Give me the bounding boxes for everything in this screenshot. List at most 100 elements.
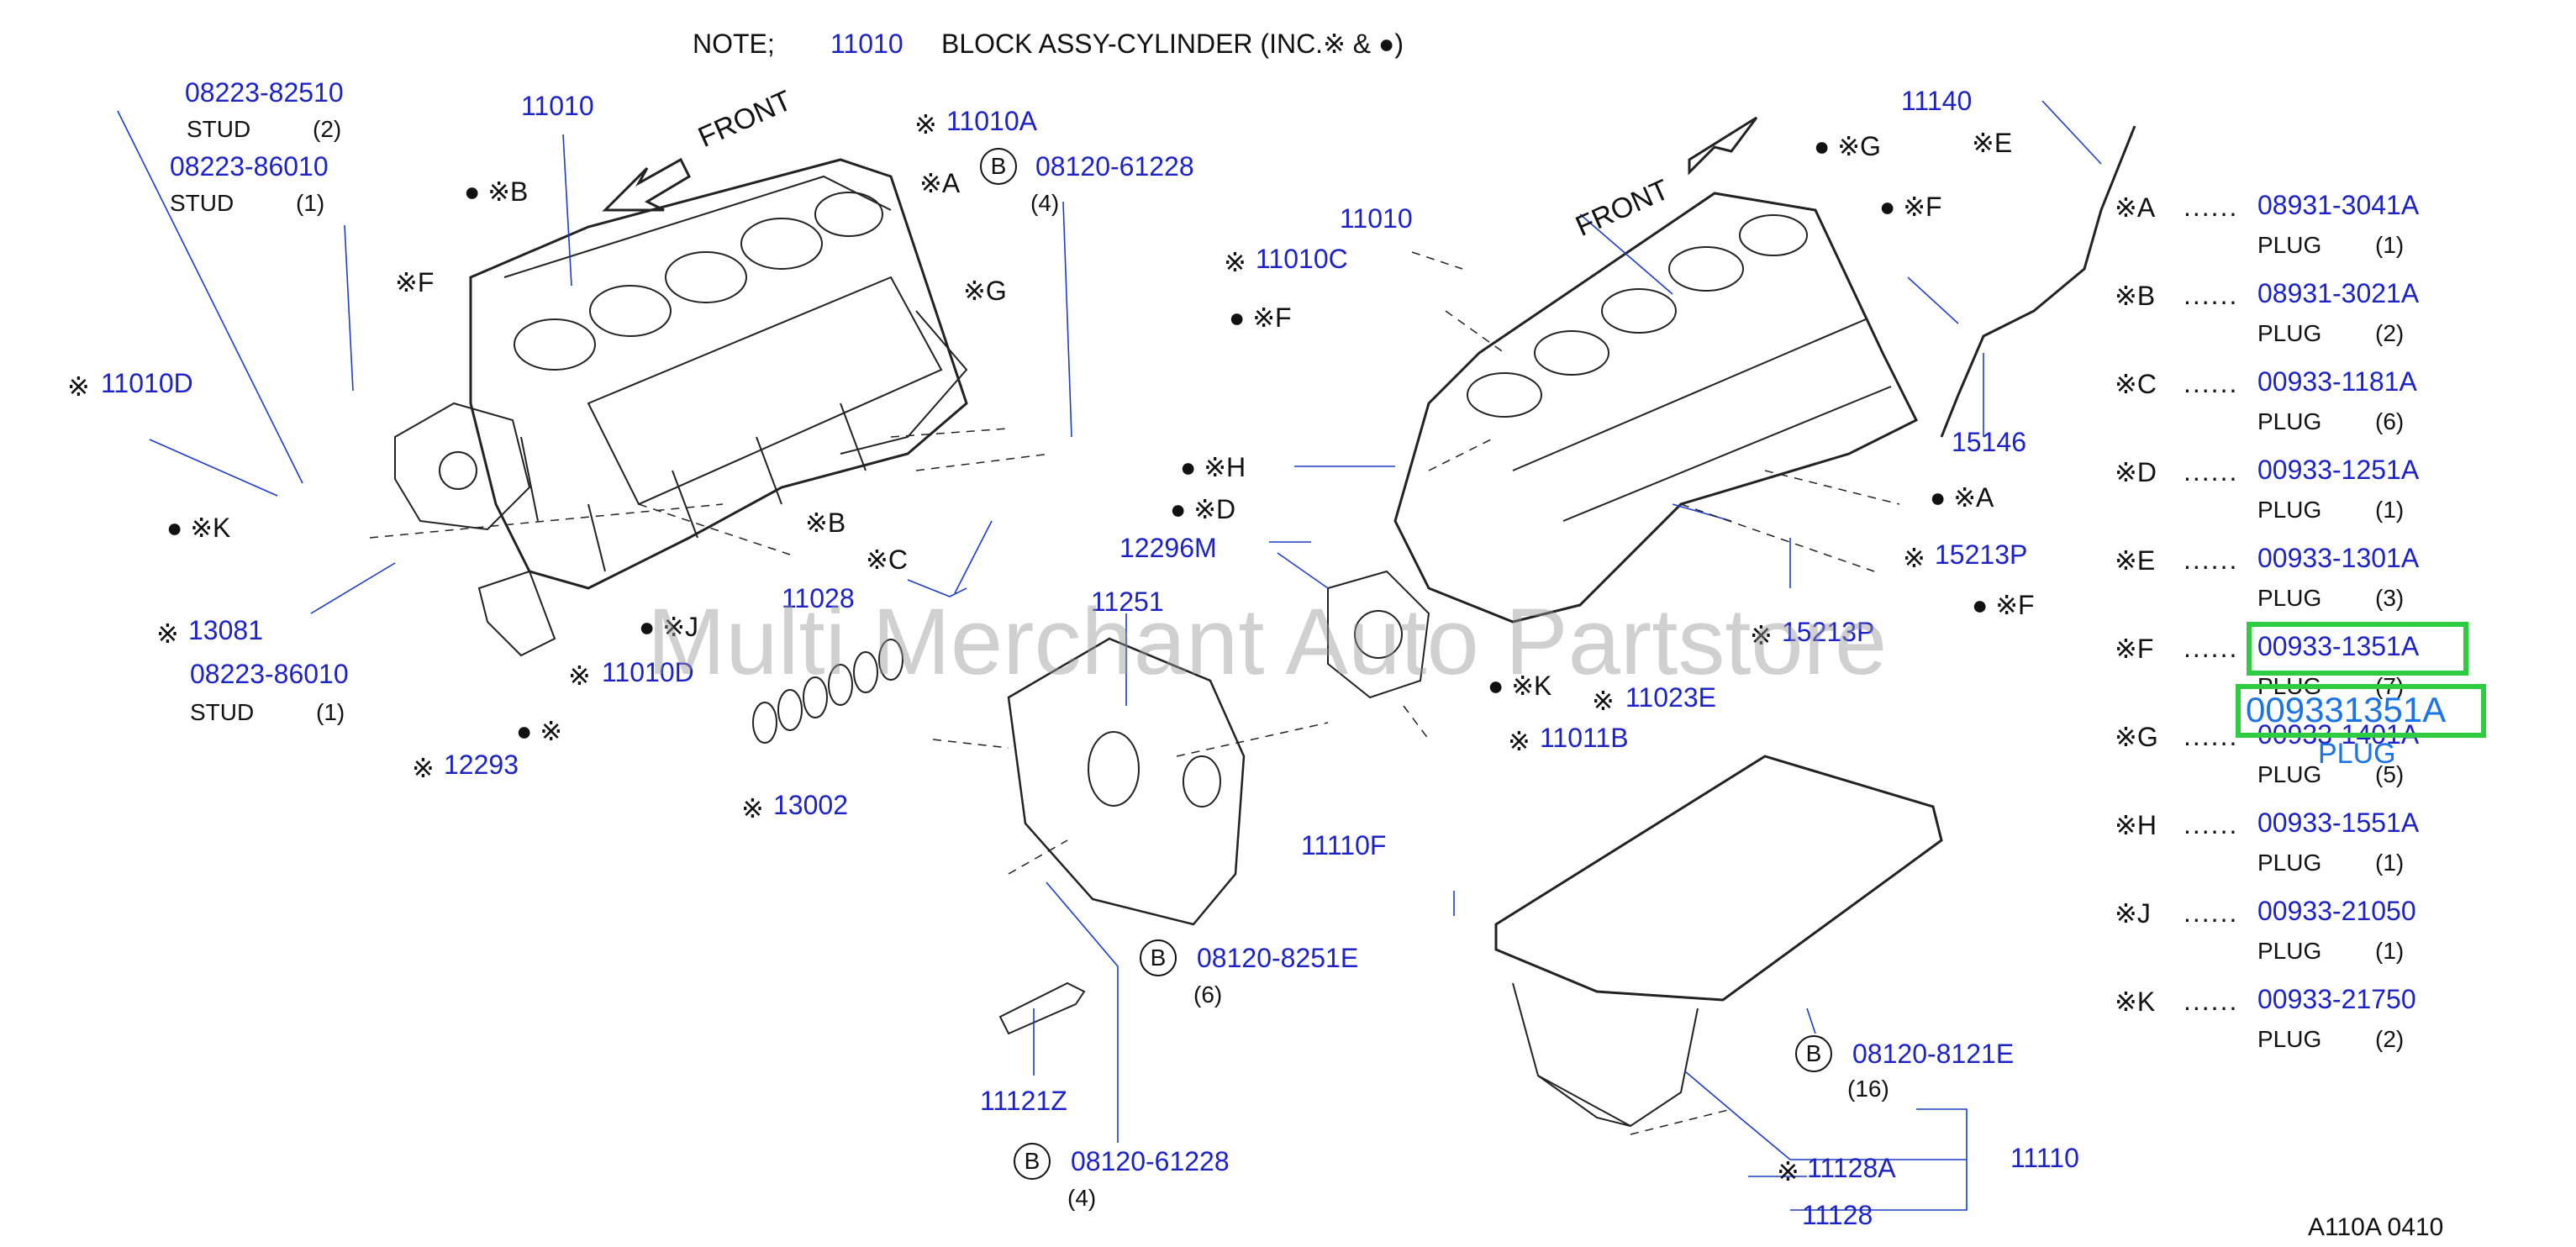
marker-f-right: ● ※F bbox=[1879, 192, 1942, 222]
legend-part-qty: (1) bbox=[2375, 938, 2405, 964]
p11110-link[interactable]: 11110 bbox=[2010, 1143, 2079, 1173]
block-right-link[interactable]: 11010 bbox=[1340, 203, 1413, 234]
legend-symbol: ※C bbox=[2115, 369, 2157, 399]
legend-part-name: PLUG bbox=[2257, 497, 2322, 523]
dipstick[interactable] bbox=[1940, 125, 2136, 438]
marker-j: ● ※J bbox=[639, 612, 699, 642]
stud2-name: STUD bbox=[170, 190, 234, 216]
legend-part-link[interactable]: 08931-3021A bbox=[2257, 278, 2420, 308]
p15213p-b-link[interactable]: 15213P bbox=[1782, 617, 1875, 647]
marker-f-left: ※F bbox=[395, 267, 435, 297]
bolt-61228-bottom-link[interactable]: 08120-61228 bbox=[1071, 1146, 1230, 1176]
p11121z-link[interactable]: 11121Z bbox=[980, 1086, 1067, 1116]
legend-part-link[interactable]: 00933-1351A bbox=[2257, 631, 2420, 661]
front-arrow-right bbox=[1688, 116, 1758, 176]
legend-part-qty: (2) bbox=[2375, 320, 2405, 346]
bolt-8251e-link[interactable]: 08120-8251E bbox=[1197, 943, 1359, 973]
bolt-8121e-qty: (16) bbox=[1847, 1076, 1889, 1102]
p12296m-link[interactable]: 12296M bbox=[1119, 533, 1217, 563]
sealant-tube[interactable] bbox=[998, 981, 1086, 1035]
p15146-link[interactable]: 15146 bbox=[1952, 427, 2026, 457]
p15213p-a-link[interactable]: 15213P bbox=[1935, 539, 2028, 570]
legend-part-link[interactable]: 00933-1181A bbox=[2257, 366, 2417, 397]
p11140-link[interactable]: 11140 bbox=[1901, 86, 1973, 116]
legend-part-link[interactable]: 08931-3041A bbox=[2257, 190, 2420, 220]
stud3-part-link[interactable]: 08223-86010 bbox=[190, 659, 349, 689]
legend-part-link[interactable]: 00933-1251A bbox=[2257, 455, 2420, 485]
legend-part-qty: (6) bbox=[2375, 408, 2405, 434]
p11010c-link[interactable]: 11010C bbox=[1256, 244, 1348, 274]
p11011b-link[interactable]: 11011B bbox=[1540, 723, 1629, 753]
stud1-part-link[interactable]: 08223-82510 bbox=[185, 77, 344, 108]
ref-13002-mark: ※ bbox=[741, 793, 764, 823]
legend-symbol: ※J bbox=[2115, 898, 2151, 929]
p11128-link[interactable]: 11128 bbox=[1802, 1200, 1873, 1230]
ref-11128a-mark: ※ bbox=[1777, 1156, 1799, 1186]
legend-part-link[interactable]: 00933-21050 bbox=[2257, 896, 2416, 926]
bolt-61228-top-link[interactable]: 08120-61228 bbox=[1035, 151, 1194, 182]
ref-11010a-mark: ※ bbox=[914, 109, 937, 139]
marker-dot-ref: ● ※ bbox=[516, 716, 563, 746]
note-prefix: NOTE; bbox=[693, 29, 775, 59]
legend-dots: ...... bbox=[2184, 897, 2239, 928]
p11251-link[interactable]: 11251 bbox=[1091, 587, 1164, 617]
oil-pan[interactable] bbox=[1494, 755, 1943, 1128]
block-left-link[interactable]: 11010 bbox=[521, 91, 594, 121]
b-circle-61228-bottom: B bbox=[1014, 1143, 1051, 1180]
bolt-8121e-link[interactable]: 08120-8121E bbox=[1852, 1039, 2015, 1069]
marker-k-left: ● ※K bbox=[166, 513, 231, 543]
p11128a-link[interactable]: 11128A bbox=[1807, 1153, 1896, 1183]
diagram-code: A110A 0410 bbox=[2308, 1213, 2444, 1241]
leader-lines bbox=[117, 100, 2102, 1211]
b-circle-8121e: B bbox=[1795, 1035, 1832, 1072]
legend-dots: ...... bbox=[2184, 368, 2239, 398]
legend-part-qty: (1) bbox=[2375, 497, 2405, 523]
stud2-part-link[interactable]: 08223-86010 bbox=[170, 151, 329, 182]
legend-part-link[interactable]: 00933-21750 bbox=[2257, 984, 2416, 1014]
p11010d-left-link[interactable]: 11010D bbox=[101, 368, 193, 398]
p11010d-bottom-link[interactable]: 11010D bbox=[602, 657, 694, 687]
ref-15213p-a-mark: ※ bbox=[1903, 543, 1925, 573]
plug-rings[interactable] bbox=[752, 639, 903, 744]
marker-k-right: ● ※K bbox=[1488, 671, 1552, 701]
legend-part-link[interactable]: 00933-1301A bbox=[2257, 543, 2420, 573]
marker-f-right2: ● ※F bbox=[1229, 303, 1292, 333]
legend-part-qty: (3) bbox=[2375, 585, 2405, 611]
p13002-link[interactable]: 13002 bbox=[773, 790, 848, 820]
marker-a: ※A bbox=[919, 168, 961, 198]
marker-a-right: ● ※A bbox=[1930, 482, 1994, 513]
legend-part-name: PLUG bbox=[2257, 761, 2322, 787]
p11010a-link[interactable]: 11010A bbox=[946, 106, 1037, 136]
legend-dots: ...... bbox=[2184, 633, 2239, 663]
note-part-link[interactable]: 11010 bbox=[830, 29, 903, 59]
legend-part-name: PLUG bbox=[2257, 585, 2322, 611]
p13081-link[interactable]: 13081 bbox=[188, 615, 263, 645]
legend-dots: ...... bbox=[2184, 280, 2239, 310]
cylinder-block-left[interactable] bbox=[469, 158, 968, 590]
timing-cover-left[interactable] bbox=[394, 402, 531, 531]
b-circle-top: B bbox=[980, 148, 1017, 185]
rear-plate[interactable] bbox=[1007, 637, 1246, 926]
legend-part-link[interactable]: 00933-1551A bbox=[2257, 808, 2420, 838]
legend-dots: ...... bbox=[2184, 721, 2239, 751]
legend-symbol: ※E bbox=[2115, 545, 2156, 576]
p11023e-link[interactable]: 11023E bbox=[1625, 682, 1716, 713]
marker-b: ● ※B bbox=[464, 176, 529, 207]
bolt-8251e-qty: (6) bbox=[1193, 981, 1223, 1008]
ref-12293-mark: ※ bbox=[412, 753, 435, 783]
p12293-link[interactable]: 12293 bbox=[444, 750, 519, 780]
legend-dots: ...... bbox=[2184, 456, 2239, 487]
legend-part-qty: (1) bbox=[2375, 850, 2405, 876]
overlay-part-number[interactable]: 009331351A bbox=[2246, 690, 2447, 729]
rear-seal-retainer[interactable] bbox=[1327, 570, 1430, 699]
assembly-lines bbox=[369, 251, 1900, 1135]
cylinder-block-right[interactable] bbox=[1393, 192, 1919, 624]
b-circle-8251e: B bbox=[1140, 939, 1177, 976]
p11110f-link[interactable]: 11110F bbox=[1301, 830, 1387, 860]
marker-h: ● ※H bbox=[1180, 452, 1246, 482]
ref-11010c-mark: ※ bbox=[1224, 247, 1246, 277]
p11028-link[interactable]: 11028 bbox=[782, 583, 855, 613]
legend-part-qty: (5) bbox=[2375, 761, 2405, 787]
bearing-cap[interactable] bbox=[477, 570, 556, 657]
